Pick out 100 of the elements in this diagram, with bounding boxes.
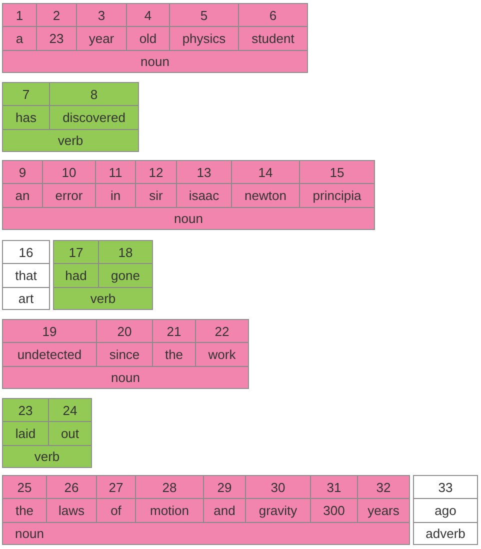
category-label: noun xyxy=(111,370,140,385)
token-word: gone xyxy=(111,268,140,283)
token-number: 13 xyxy=(196,164,212,180)
token-number: 18 xyxy=(118,244,133,260)
category-label: adverb xyxy=(426,526,466,541)
token-number: 26 xyxy=(64,480,79,494)
token-word: out xyxy=(60,426,80,441)
phrase-block xyxy=(53,240,153,310)
token-word: ago xyxy=(434,503,456,518)
token-column xyxy=(204,476,246,523)
token-word: had xyxy=(65,268,87,283)
token-word: gravity xyxy=(258,503,298,518)
token-number: 2 xyxy=(52,8,60,22)
token-word: 300 xyxy=(323,503,345,518)
token-column xyxy=(127,4,170,51)
token-column xyxy=(3,476,47,523)
category-label: verb xyxy=(34,449,60,464)
token-column xyxy=(97,476,136,523)
phrase-block xyxy=(2,475,410,545)
token-word: an xyxy=(15,188,30,203)
token-word: undetected xyxy=(17,347,82,362)
token-word: work xyxy=(208,347,236,362)
token-number: 29 xyxy=(217,480,232,494)
token-number: 15 xyxy=(330,164,344,180)
token-word: in xyxy=(110,188,121,203)
token-column xyxy=(246,476,311,523)
token-word: of xyxy=(110,503,122,518)
token-column xyxy=(153,320,196,367)
token-word: 23 xyxy=(49,31,64,46)
token-column xyxy=(47,476,97,523)
token-number: 6 xyxy=(269,8,277,22)
token-word: and xyxy=(214,503,236,518)
phrase-block xyxy=(2,319,249,389)
token-number: 24 xyxy=(62,402,78,418)
token-word: old xyxy=(139,31,157,46)
token-word: student xyxy=(252,31,294,46)
token-number: 8 xyxy=(90,86,98,102)
token-number: 17 xyxy=(68,244,84,260)
token-word: has xyxy=(16,110,36,125)
phrase-block xyxy=(2,398,92,468)
token-column xyxy=(37,4,77,51)
token-number: 19 xyxy=(42,324,57,338)
token-column xyxy=(232,161,300,208)
token-column xyxy=(170,4,239,51)
token-number: 9 xyxy=(18,164,26,180)
token-word: laid xyxy=(15,426,36,441)
token-column xyxy=(3,161,43,208)
token-number: 5 xyxy=(200,8,208,22)
token-column xyxy=(3,83,50,130)
token-word: the xyxy=(164,347,184,362)
token-column xyxy=(77,4,127,51)
token-column xyxy=(3,399,49,446)
token-word: isaac xyxy=(188,188,220,203)
token-number: 7 xyxy=(22,86,30,102)
token-column xyxy=(136,476,204,523)
token-word: discovered xyxy=(62,110,126,125)
token-number: 21 xyxy=(166,324,182,338)
category-label: noun xyxy=(140,54,170,69)
token-word: principia xyxy=(312,188,362,203)
token-number: 32 xyxy=(376,480,391,494)
category-label: verb xyxy=(58,133,84,148)
category-label: noun xyxy=(174,211,203,226)
token-word: the xyxy=(15,503,34,518)
token-column xyxy=(136,161,177,208)
token-column xyxy=(96,161,136,208)
token-column xyxy=(3,320,97,367)
token-word: physics xyxy=(182,31,226,46)
token-number: 33 xyxy=(438,480,453,494)
token-number: 11 xyxy=(108,164,122,180)
phrase-block xyxy=(413,475,478,545)
category-label: noun xyxy=(15,526,44,541)
category-label: verb xyxy=(90,291,116,306)
token-number: 12 xyxy=(148,164,164,180)
token-word: newton xyxy=(244,188,286,203)
token-word: a xyxy=(16,31,24,46)
token-word: sir xyxy=(149,188,163,203)
token-word: year xyxy=(88,31,114,46)
phrase-block xyxy=(2,3,308,73)
category-label: art xyxy=(18,291,34,306)
token-column xyxy=(43,161,96,208)
token-word: that xyxy=(15,268,37,283)
token-column xyxy=(3,4,37,51)
token-number: 28 xyxy=(162,480,177,494)
token-word: years xyxy=(368,503,400,518)
token-number: 1 xyxy=(16,8,24,22)
token-column xyxy=(311,476,358,523)
token-number: 22 xyxy=(214,324,230,338)
token-number: 10 xyxy=(62,164,76,180)
token-number: 4 xyxy=(144,8,152,22)
token-word: since xyxy=(109,347,140,362)
phrase-block xyxy=(2,160,375,230)
phrase-block xyxy=(2,240,50,310)
token-column xyxy=(54,241,99,288)
token-word: motion xyxy=(150,503,190,518)
token-number: 14 xyxy=(258,164,273,180)
phrase-block xyxy=(2,82,139,152)
token-number: 20 xyxy=(117,324,132,338)
token-word: error xyxy=(55,188,83,203)
token-column xyxy=(97,320,153,367)
token-column xyxy=(177,161,232,208)
